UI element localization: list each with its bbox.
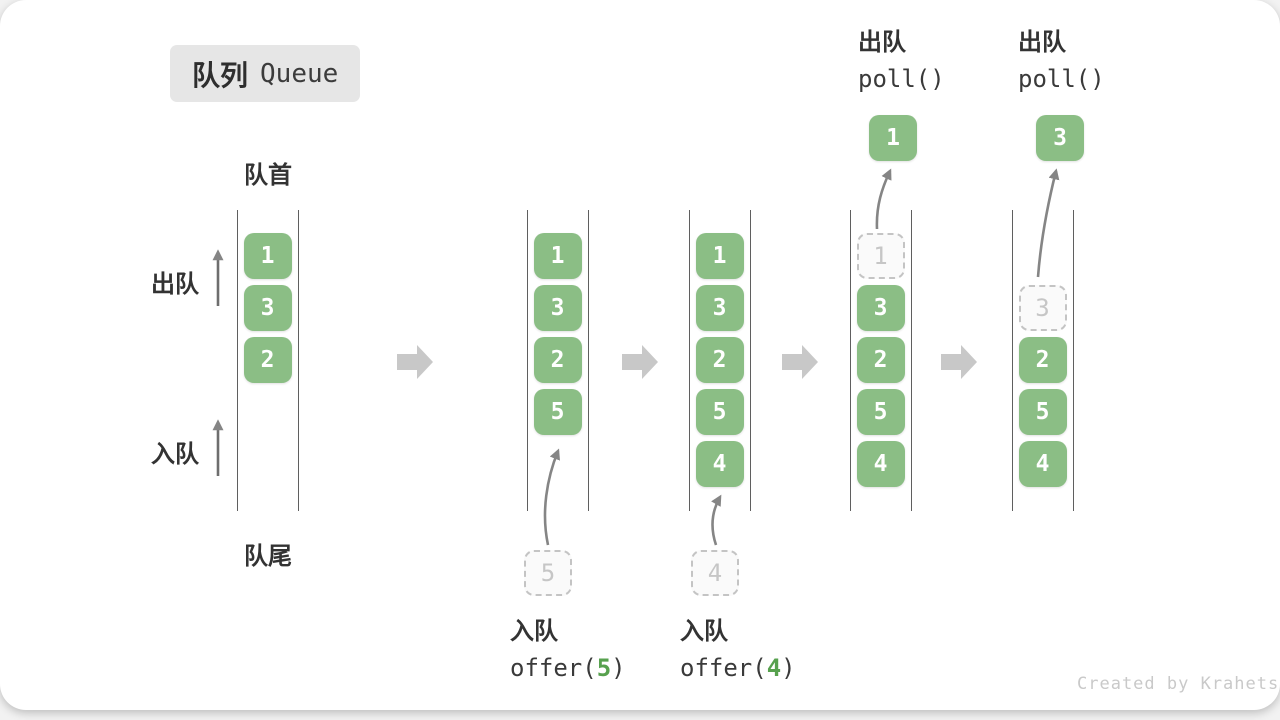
- incoming-item-5: 5: [524, 550, 572, 596]
- title-badge: 队列 Queue: [170, 45, 361, 102]
- queue-item: 2: [856, 337, 905, 383]
- code-pre: offer(: [680, 654, 767, 682]
- label-enqueue-side: 入队: [151, 441, 199, 468]
- offer-4-label-code: offer(4): [680, 653, 796, 683]
- polled-item-3: 3: [1036, 115, 1084, 161]
- code-post: ): [781, 654, 796, 682]
- incoming-item-4: 4: [691, 550, 739, 596]
- queue-item: 3: [533, 285, 582, 331]
- poll-3-label-code: poll(): [1018, 65, 1105, 93]
- queue-stage-1: 1 3 2: [237, 210, 299, 511]
- offer-5-label: 入队 offer(5): [510, 617, 626, 683]
- queue-item: 2: [243, 337, 292, 383]
- queue-stage-4: 1 3 2 5 4: [850, 210, 912, 511]
- queue-item: 4: [695, 441, 744, 487]
- stage-transition-arrow-2: [622, 345, 658, 379]
- poll-3-label-zh: 出队: [1018, 29, 1066, 56]
- queue-stage-5: 3 2 5 4: [1012, 210, 1074, 511]
- code-post: ): [611, 654, 626, 682]
- queue-item: 1: [695, 233, 744, 279]
- poll-1-label-code: poll(): [858, 65, 945, 93]
- offer-4-label: 入队 offer(4): [680, 617, 796, 683]
- title-en: Queue: [260, 58, 339, 89]
- poll-1-label: 出队 poll(): [858, 28, 945, 94]
- queue-item: 1: [533, 233, 582, 279]
- queue-item: 2: [1018, 337, 1067, 383]
- queue-stage-2: 1 3 2 5: [527, 210, 589, 511]
- label-queue-front: 队首: [244, 162, 292, 189]
- code-arg: 5: [596, 654, 612, 682]
- queue-item: 3: [243, 285, 292, 331]
- offer-5-label-code: offer(5): [510, 653, 626, 683]
- queue-item: 2: [695, 337, 744, 383]
- removed-item-3: 3: [1018, 285, 1067, 331]
- queue-item: 4: [1018, 441, 1067, 487]
- poll-1-label-zh: 出队: [858, 29, 906, 56]
- watermark: Created by Krahets: [1077, 674, 1280, 694]
- stage-transition-arrow-1: [397, 345, 433, 379]
- queue-item: 4: [856, 441, 905, 487]
- code-arg: 4: [766, 654, 782, 682]
- polled-item-1: 1: [869, 115, 917, 161]
- queue-item: 5: [695, 389, 744, 435]
- offer-4-label-zh: 入队: [680, 618, 728, 645]
- queue-item: 3: [856, 285, 905, 331]
- offer-5-label-zh: 入队: [510, 618, 558, 645]
- queue-item: 2: [533, 337, 582, 383]
- code-pre: offer(: [510, 654, 597, 682]
- queue-item: 1: [243, 233, 292, 279]
- queue-item: 5: [856, 389, 905, 435]
- queue-item: 5: [1018, 389, 1067, 435]
- stage-transition-arrow-3: [782, 345, 818, 379]
- stage-transition-arrow-4: [941, 345, 977, 379]
- poll-3-label: 出队 poll(): [1018, 28, 1105, 94]
- title-zh: 队列: [192, 59, 249, 91]
- queue-stage-3: 1 3 2 5 4: [689, 210, 751, 511]
- queue-item: 3: [695, 285, 744, 331]
- removed-item-1: 1: [856, 233, 905, 279]
- label-queue-rear: 队尾: [244, 543, 292, 570]
- label-dequeue-side: 出队: [151, 271, 199, 298]
- queue-item: 5: [533, 389, 582, 435]
